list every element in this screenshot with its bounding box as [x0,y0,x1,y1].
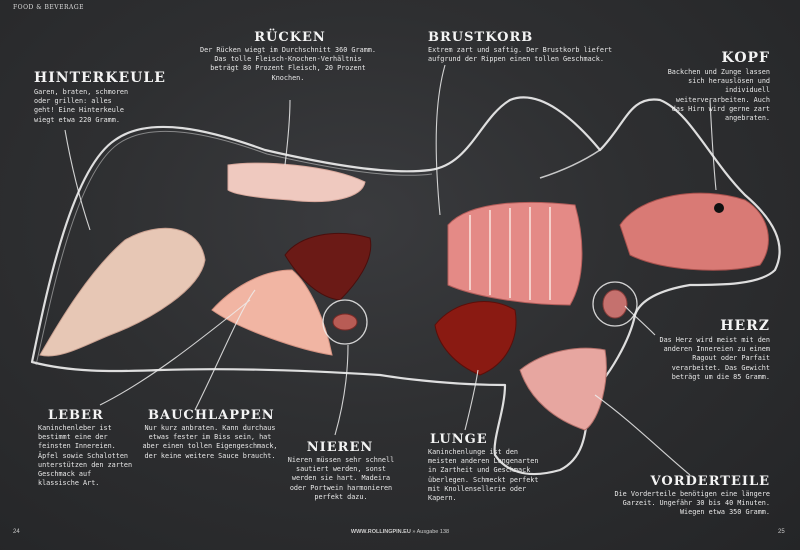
nieren-title: NIEREN [306,440,374,455]
page-number-right: 25 [778,529,785,535]
herz-text: Das Herz wird meist mit den anderen Inne… [659,336,771,381]
lunge-text: Kaninchenlunge ist den meisten anderen L… [428,448,539,503]
lunge-meat [434,301,517,376]
kopf-eye-icon [714,203,724,213]
brustkorb-meat [447,201,583,306]
brustkorb-ribs [469,207,551,300]
niere-meat [332,313,358,331]
herz-title: HERZ [720,318,770,334]
ruecken-title: RÜCKEN [254,30,326,45]
page-number-left: 24 [13,529,20,535]
rabbit-outline [30,96,781,475]
footer-site-link[interactable]: WWW.ROLLINGPIN.EU [350,529,411,535]
rabbit-ear-line [539,149,601,179]
vorderteile-meat [519,347,607,431]
bauchlappen-text: Nur kurz anbraten. Kann durchaus etwas f… [142,424,278,460]
nieren-callout-circle [322,299,368,345]
leber-meat [284,232,372,301]
kopf-text: Backchen und Zunge lassen sich herauslös… [667,68,770,123]
brustkorb-text: Extrem zart und saftig. Der Brustkorb li… [428,46,613,64]
section-header: FOOD & BEVERAGE [13,4,84,11]
ruecken-text: Der Rücken wiegt im Durchschnitt 360 Gra… [200,46,376,82]
hinterkeule-meat [39,227,206,357]
footer: WWW.ROLLINGPIN.EU » Ausgabe 138 [0,529,800,535]
herz-callout-circle [592,281,638,327]
hinterkeule-text: Garen, braten, schmoren oder grillen: al… [34,88,129,124]
footer-separator: » [412,529,416,535]
kopf-meat [619,192,769,271]
nieren-text: Nieren müssen sehr schnell sautiert werd… [287,456,395,501]
hinterkeule-title: HINTERKEULE [34,70,166,86]
rabbit-outline-shadow [35,130,433,366]
vorderteile-text: Die Vorderteile benötigen eine längere G… [614,490,771,517]
bauchlappen-meat [211,269,333,356]
bauchlappen-title: BAUCHLAPPEN [148,408,275,423]
leber-text: Kaninchenleber ist bestimmt eine der fei… [38,424,133,488]
footer-issue: Ausgabe 138 [416,529,450,535]
herz-meat [602,289,628,319]
leber-title: LEBER [48,408,104,423]
lunge-title: LUNGE [430,432,488,447]
vorderteile-title: VORDERTEILE [650,474,770,489]
brustkorb-title: BRUSTKORB [428,30,534,45]
kopf-title: KOPF [721,50,770,66]
leader-lines [64,64,717,476]
